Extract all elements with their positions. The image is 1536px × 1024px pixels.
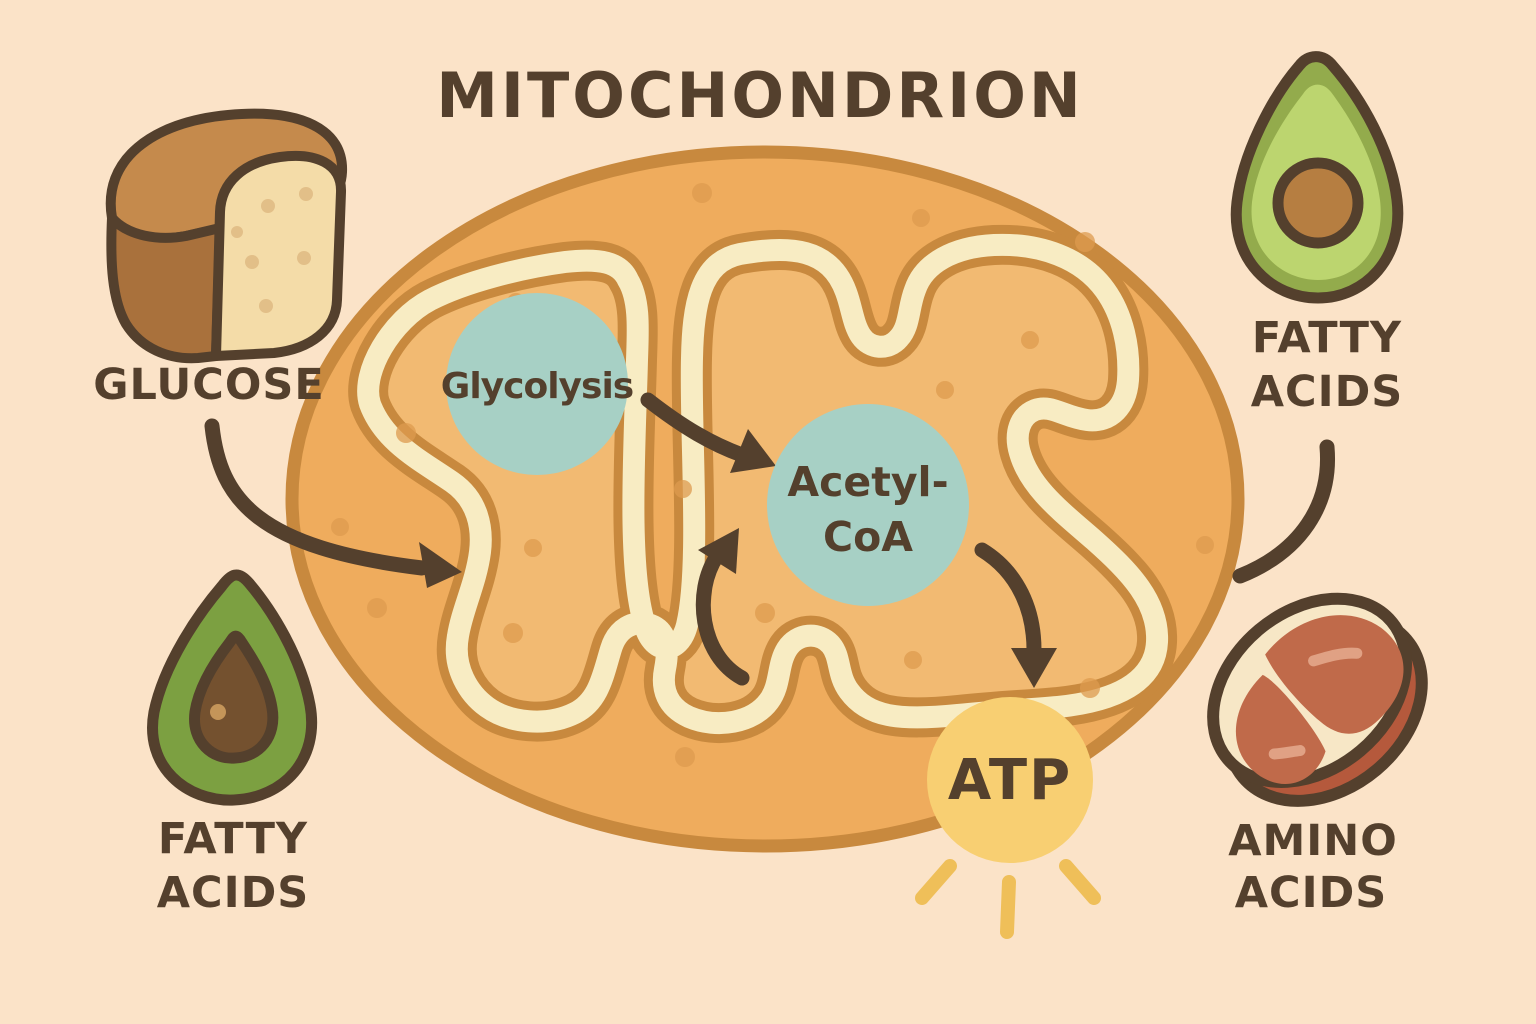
atp-ray-left [915,859,957,905]
steak-meat-lobe [1265,615,1404,734]
avocado-icon [1230,51,1404,304]
fatty-acids-bottom-left: FATTY ACIDS [147,569,317,918]
glycolysis-label: Glycolysis [441,366,633,407]
glycolysis-circle [446,293,628,475]
avocado-icon [147,569,317,806]
acetyl-coa-node: Acetyl- CoA [767,404,969,606]
glucose-label: GLUCOSE [93,360,325,410]
arrow-fatty-acids-to-mitochondrion [1232,439,1336,584]
acetyl-coa-label-line1: Acetyl- [787,458,948,506]
atp-ray-right [1059,859,1101,905]
glucose-input: GLUCOSE [93,108,348,410]
pit-highlight [210,704,226,720]
avocado-pit [1272,157,1364,249]
avocado-pit [189,630,279,764]
acetyl-coa-circle [767,404,969,606]
fatty-acids-label-line2: ACIDS [157,868,310,918]
amino-acids-label-line2: ACIDS [1235,868,1388,918]
atp-node: ATP [915,697,1101,939]
amino-acids-label-line1: AMINO [1228,816,1398,866]
steak-highlight [1308,647,1363,667]
fatty-acids-label-line1: FATTY [1252,313,1402,363]
atp-label: ATP [948,748,1072,813]
glycolysis-node: Glycolysis [441,293,634,475]
arrow-acetyl-coa-to-atp [974,542,1057,688]
steak-meat-lobe [1235,674,1326,784]
fatty-acids-label-line1: FATTY [158,814,308,864]
arrows [204,392,1336,688]
bread-icon [105,108,348,364]
steak-highlight [1268,745,1306,760]
bread-crumb-dots [231,187,313,313]
mitochondrion [285,145,1245,853]
diagram-title: MITOCHONDRION [436,59,1084,132]
atp-ray-middle [1000,875,1016,939]
arrow-matrix-to-acetyl-coa [695,528,750,686]
arrow-glycolysis-to-acetyl-coa [640,392,776,473]
crista-band [357,233,1169,734]
steak-icon [1207,592,1428,807]
amino-acids-input: AMINO ACIDS [1207,592,1428,918]
atp-circle [927,697,1093,863]
acetyl-coa-label-line2: CoA [823,513,913,561]
arrow-glucose-to-mitochondrion [204,418,462,588]
fatty-acids-top-right: FATTY ACIDS [1230,51,1404,417]
fatty-acids-label-line2: ACIDS [1251,367,1404,417]
